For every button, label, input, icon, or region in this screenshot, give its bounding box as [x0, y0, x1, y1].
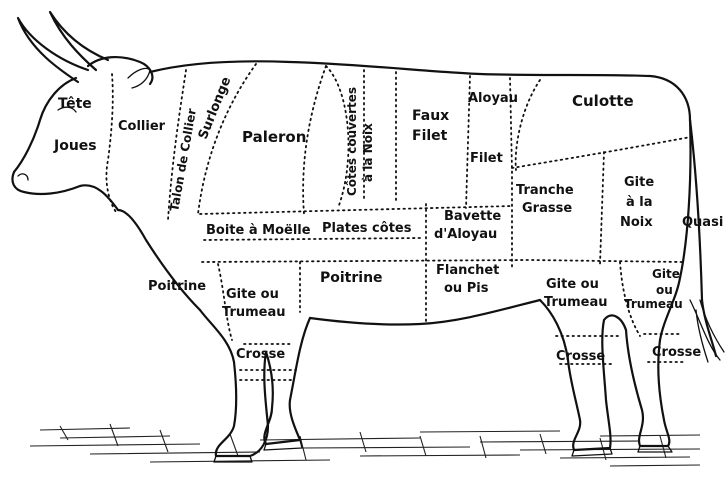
- label-surlonge: Surlonge: [196, 75, 235, 142]
- label-crosse-hind: Crosse: [556, 349, 605, 364]
- label-tete: Tête: [58, 96, 92, 112]
- label-gite-noix-1: Gite: [624, 175, 654, 190]
- label-boite-a-moelle: Boite à Moëlle: [206, 223, 311, 238]
- label-bavette-2: d'Aloyau: [434, 227, 497, 242]
- label-crosse-front: Crosse: [236, 347, 285, 362]
- label-joues: Joues: [53, 138, 97, 154]
- label-gite-trumeau-tail-2: ou: [656, 283, 673, 297]
- label-talon-de-collier: Talon de Collier: [167, 107, 199, 212]
- label-gite-trumeau-hind-2: Trumeau: [544, 295, 608, 310]
- label-gite-trumeau-tail-3: Trumeau: [624, 297, 683, 311]
- label-paleron: Paleron: [242, 128, 306, 146]
- label-cotes-couvertes-1: Côtes couvertes: [345, 87, 359, 196]
- cow-outline: [12, 12, 724, 462]
- label-filet: Filet: [470, 151, 503, 166]
- label-tranche-grasse-2: Grasse: [522, 201, 572, 216]
- cut-labels: Tête Joues Collier Talon de Collier Surl…: [53, 75, 723, 364]
- label-aloyau: Aloyau: [468, 91, 518, 106]
- label-flanchet-1: Flanchet: [436, 263, 499, 278]
- label-crosse-tail: Crosse: [652, 345, 701, 360]
- label-cotes-couvertes-2: à la Noix: [361, 123, 375, 182]
- label-poitrine-front: Poitrine: [148, 279, 206, 294]
- label-faux-filet-1: Faux: [412, 108, 449, 124]
- label-tranche-grasse-1: Tranche: [516, 183, 574, 198]
- label-gite-trumeau-front-1: Gite ou: [226, 287, 279, 302]
- label-quasi: Quasi: [682, 215, 723, 230]
- label-collier: Collier: [118, 119, 166, 134]
- label-faux-filet-2: Filet: [412, 128, 448, 144]
- ground-hatching: [30, 424, 700, 466]
- label-gite-trumeau-tail-1: Gite: [652, 267, 680, 281]
- label-gite-trumeau-hind-1: Gite ou: [546, 277, 599, 292]
- label-poitrine-mid: Poitrine: [320, 270, 383, 286]
- label-gite-noix-2: à la: [626, 195, 653, 210]
- label-plates-cotes: Plates côtes: [322, 221, 412, 236]
- label-flanchet-2: ou Pis: [444, 281, 489, 296]
- label-culotte: Culotte: [572, 92, 634, 110]
- label-gite-trumeau-front-2: Trumeau: [222, 305, 286, 320]
- label-gite-noix-3: Noix: [620, 215, 653, 230]
- label-bavette-1: Bavette: [444, 209, 501, 224]
